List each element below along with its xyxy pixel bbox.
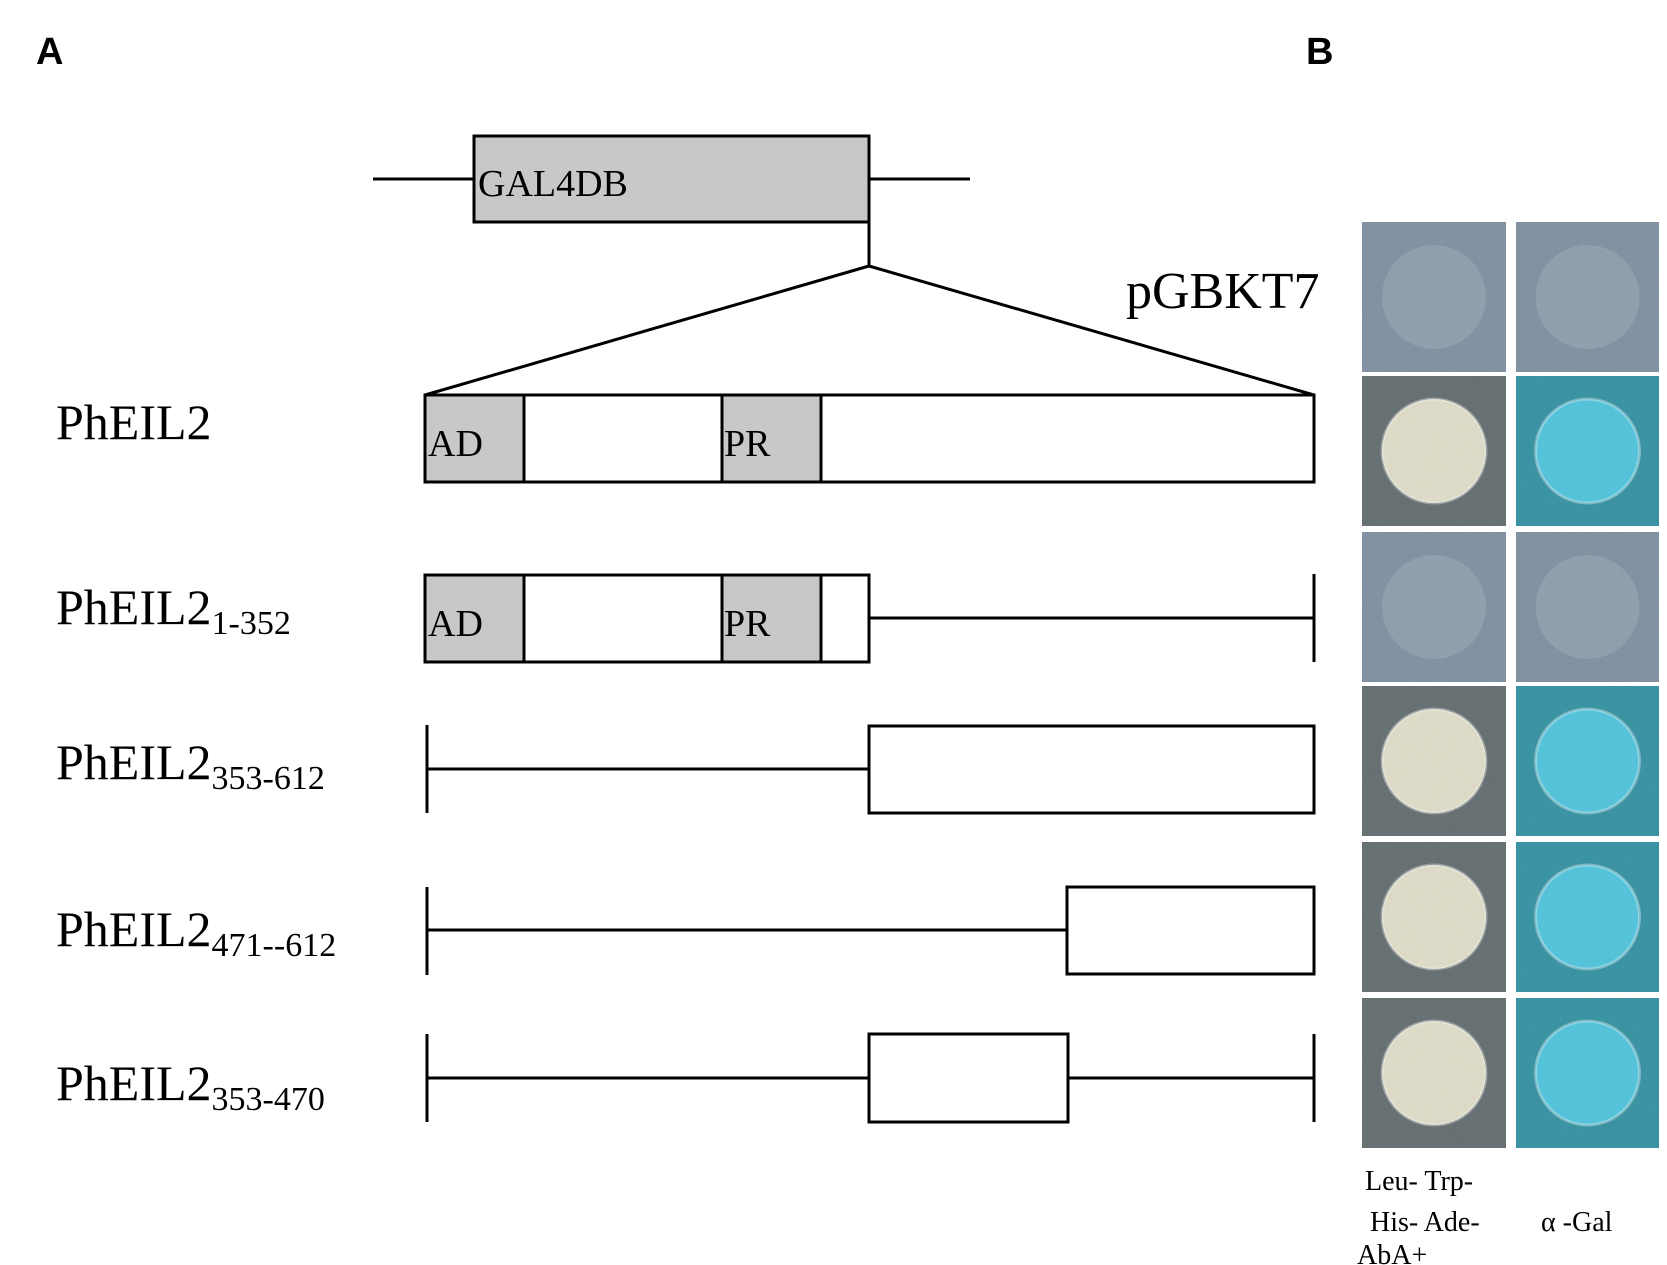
ad-label: AD [428,423,483,465]
condition-selective-line2: His- Ade- [1370,1207,1480,1238]
plate-texture [1362,998,1506,1148]
ad-domain [423,573,526,664]
plate-texture [1362,376,1506,526]
construct-label: PhEIL2353-612 [56,734,325,797]
vector-name: pGBKT7 [1126,263,1320,320]
plate-texture [1362,842,1506,992]
panel-label-a: A [36,31,63,73]
pr-domain [720,393,823,484]
ad-domain [423,393,526,484]
plate-texture [1516,222,1659,372]
pr-label: PR [724,603,771,645]
panel-label-b: B [1306,31,1333,73]
construct-label: PhEIL2 [56,394,212,450]
condition-xgal: α -Gal [1541,1207,1613,1238]
condition-selective-line1: Leu- Trp- [1365,1166,1473,1197]
gal4db-label: GAL4DB [478,163,628,205]
yeast-spot-assay [1362,222,1659,1148]
construct-471-612: PhEIL2471--612 [56,885,1316,976]
construct-1-352: PhEIL21-352 AD PR [56,573,1316,664]
protein-box [423,393,1316,484]
fragment-box [867,724,1316,815]
gal4db-domain [472,134,871,224]
construct-353-612: PhEIL2353-612 [56,724,1316,815]
condition-selective-line3: AbA+ [1357,1240,1427,1265]
plate-texture [1362,686,1506,836]
gal4db-vector: GAL4DB pGBKT7 [373,134,1320,397]
ad-label: AD [428,603,483,645]
construct-full-length: PhEIL2 AD PR [56,393,1316,484]
plate-texture [1516,842,1659,992]
fragment-box [867,1032,1070,1124]
construct-label: PhEIL2353-470 [56,1055,325,1118]
plate-texture [1362,222,1506,372]
plate-texture [1516,686,1659,836]
pr-domain [720,573,823,664]
construct-label: PhEIL2471--612 [56,901,336,964]
plate-texture [1362,532,1506,682]
plate-texture [1516,532,1659,682]
plate-texture [1516,376,1659,526]
pr-label: PR [724,423,771,465]
construct-353-470: PhEIL2353-470 [56,1032,1316,1124]
plate-texture [1516,998,1659,1148]
fragment-box [1065,885,1316,976]
construct-label: PhEIL21-352 [56,579,291,642]
